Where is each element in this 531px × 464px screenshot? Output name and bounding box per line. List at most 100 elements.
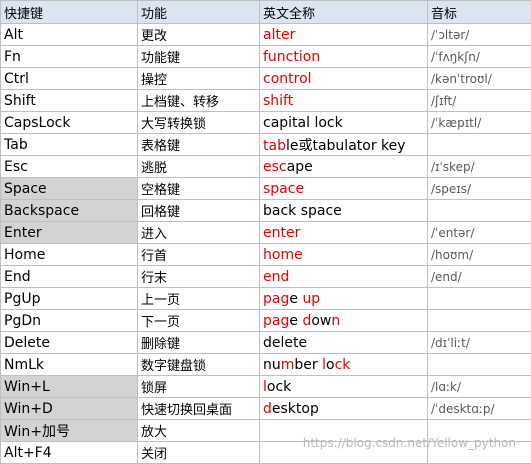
function-cell: 删除键 [138,332,260,354]
function-cell: 逃脱 [138,156,260,178]
phonetic-cell [428,354,531,376]
shortcut-key-cell: Alt [1,24,138,46]
function-cell: 放大 [138,420,260,442]
shortcut-key-cell: Space [1,178,138,200]
shortcut-key-cell: NmLk [1,354,138,376]
shortcut-key-cell: PgDn [1,310,138,332]
english-text: nu [263,357,281,373]
english-name-cell: desktop [260,398,428,420]
shortcut-key-cell: Alt+F4 [1,442,138,464]
highlighted-letters: tab [263,138,286,154]
function-cell: 快速切换回桌面 [138,398,260,420]
english-text: e [289,291,302,307]
phonetic-cell: /ʃɪft/ [428,90,531,112]
header-english-name: 英文全称 [260,1,428,24]
phonetic-cell [428,288,531,310]
english-name-cell: alter [260,24,428,46]
shortcut-key-cell: Win+L [1,376,138,398]
shortcut-key-cell: Delete [1,332,138,354]
english-name-cell: home [260,244,428,266]
shortcut-key-cell: Tab [1,134,138,156]
function-cell: 锁屏 [138,376,260,398]
highlighted-letters: up [302,291,320,307]
phonetic-cell: /hoʊm/ [428,244,531,266]
english-name-cell: shift [260,90,428,112]
english-text: ber [294,357,322,373]
phonetic-cell: /ˈdesktɑːp/ [428,398,531,420]
phonetic-cell: /ˈfʌŋkʃn/ [428,46,531,68]
shortcut-key-cell: Win+D [1,398,138,420]
phonetic-cell: /speɪs/ [428,178,531,200]
shortcut-key-cell: Shift [1,90,138,112]
highlighted-letters: function [263,49,320,65]
header-phonetic: 音标 [428,1,531,24]
table-header-row: 快捷键 功能 英文全称 音标 [1,1,531,24]
header-shortcut: 快捷键 [1,1,138,24]
highlighted-letters: enter [263,225,300,241]
english-name-cell: function [260,46,428,68]
phonetic-cell: /dɪˈliːt/ [428,332,531,354]
highlighted-letters: m [281,357,295,373]
function-cell: 行末 [138,266,260,288]
english-name-cell: table或tabulator key [260,134,428,156]
phonetic-cell: /ˈkæpɪtl/ [428,112,531,134]
shortcut-key-cell: Home [1,244,138,266]
shortcut-key-cell: Ctrl [1,68,138,90]
function-cell: 更改 [138,24,260,46]
english-name-cell: delete [260,332,428,354]
highlighted-letters: n [331,313,340,329]
shortcut-key-cell: Backspace [1,200,138,222]
function-cell: 回格键 [138,200,260,222]
function-cell: 行首 [138,244,260,266]
phonetic-cell: /end/ [428,266,531,288]
highlighted-letters: alter [263,27,295,43]
english-text: capital lock [263,115,343,131]
highlighted-letters: control [263,71,312,87]
phonetic-cell [428,134,531,156]
english-text: ow [311,313,331,329]
highlighted-letters: end [263,269,289,285]
english-name-cell: number lock [260,354,428,376]
function-cell: 关闭 [138,442,260,464]
phonetic-cell: /lɑːk/ [428,376,531,398]
english-text: le或tabulator key [286,138,406,154]
function-cell: 进入 [138,222,260,244]
highlighted-letters: pag [263,313,289,329]
english-text: delete [263,335,307,351]
highlighted-letters: esc [263,159,287,175]
shortcut-key-cell: Esc [1,156,138,178]
function-cell: 数字键盘锁 [138,354,260,376]
english-name-cell: enter [260,222,428,244]
shortcut-key-cell: Enter [1,222,138,244]
shortcut-key-cell: PgUp [1,288,138,310]
english-text: ape [287,159,313,175]
english-text: back space [263,203,342,219]
function-cell: 功能键 [138,46,260,68]
highlighted-letters: space [263,181,304,197]
english-name-cell: page down [260,310,428,332]
function-cell: 大写转换锁 [138,112,260,134]
highlighted-letters: home [263,247,303,263]
phonetic-cell [428,310,531,332]
english-name-cell: end [260,266,428,288]
english-text: o [326,357,335,373]
english-name-cell: back space [260,200,428,222]
shortcut-key-cell: CapsLock [1,112,138,134]
highlighted-letters: ck [335,357,351,373]
shortcut-key-cell: Win+加号 [1,420,138,442]
